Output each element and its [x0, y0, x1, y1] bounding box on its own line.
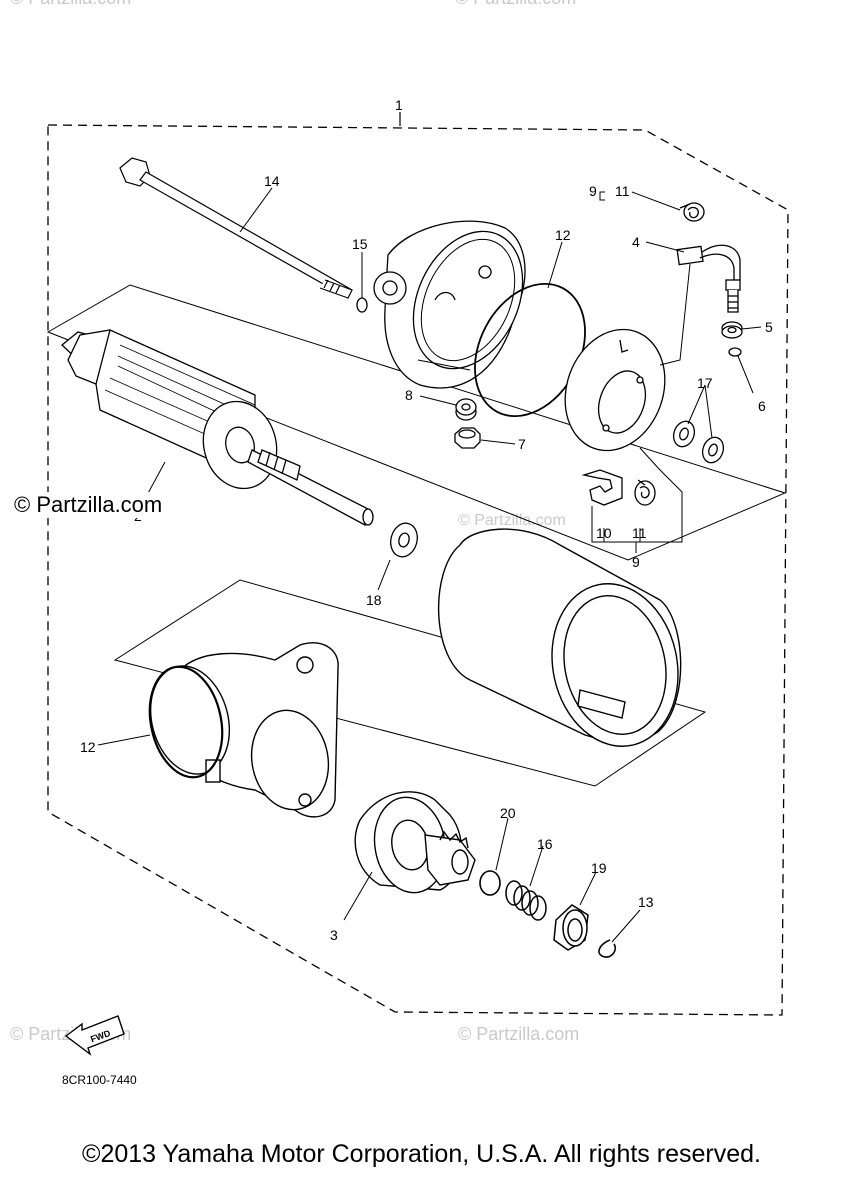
fwd-arrow-icon: FWD — [64, 1015, 125, 1056]
callout-3: 3 — [330, 927, 338, 943]
front-cover — [149, 642, 339, 818]
ring-20 — [479, 870, 501, 896]
brush-holder — [581, 469, 656, 506]
callout-17: 17 — [697, 375, 713, 391]
callout-5: 5 — [765, 319, 773, 335]
callout-14: 14 — [264, 173, 280, 189]
background-watermarks: © Partzilla.com © Partzilla.com © Partzi… — [10, 0, 579, 1044]
brush-lead — [676, 244, 741, 313]
nut-7 — [454, 427, 481, 449]
rear-cover — [373, 220, 526, 389]
large-o-ring-lower — [148, 665, 224, 779]
washers-17 — [672, 420, 725, 464]
callout-13: 13 — [638, 894, 654, 910]
callout-11-upper: 11 — [615, 183, 630, 199]
callout-4: 4 — [632, 234, 640, 250]
callout-18: 18 — [366, 592, 382, 608]
watermark-top-left: © Partzilla.com — [10, 0, 131, 8]
armature-plane — [46, 284, 787, 561]
copyright-notice: ©2013 Yamaha Motor Corporation, U.S.A. A… — [82, 1140, 761, 1168]
yoke-housing — [438, 528, 682, 747]
callout-9-upper: 9 — [589, 183, 597, 199]
small-o-ring — [356, 297, 368, 313]
callout-8: 8 — [405, 387, 413, 403]
yoke-plane — [113, 579, 707, 787]
callout-19: 19 — [591, 860, 607, 876]
grommet — [721, 321, 743, 339]
leader-lines — [97, 187, 762, 943]
callout-6: 6 — [758, 398, 766, 414]
callout-12-upper: 12 — [555, 227, 571, 243]
callout-7: 7 — [518, 436, 526, 452]
pinion-clutch — [354, 791, 476, 894]
watermark-top-right: © Partzilla.com — [455, 0, 576, 8]
spring-16 — [505, 880, 547, 921]
brush-plate — [564, 328, 666, 452]
diagram-code: 8CR100-7440 — [62, 1073, 137, 1087]
callout-1: 1 — [395, 97, 403, 113]
collar-19 — [553, 904, 589, 951]
callout-20: 20 — [500, 805, 516, 821]
callout-15: 15 — [352, 236, 368, 252]
callout-16: 16 — [537, 836, 553, 852]
washer-nut-8 — [455, 398, 477, 421]
washer-18 — [390, 522, 418, 558]
small-o-ring-6 — [728, 347, 742, 357]
circlip-13 — [598, 939, 617, 958]
callout-9-lower: 9 — [632, 554, 640, 570]
callout-10: 10 — [596, 525, 612, 541]
through-bolt — [119, 157, 353, 299]
brand-watermark: © Partzilla.com — [12, 492, 165, 518]
brush-spring-upper — [679, 202, 705, 222]
callout-12-lower: 12 — [80, 739, 96, 755]
watermark-bottom-right: © Partzilla.com — [458, 1024, 579, 1044]
armature — [61, 329, 374, 526]
callout-11-lower: 11 — [632, 525, 647, 541]
assembly-outline — [47, 124, 789, 1016]
